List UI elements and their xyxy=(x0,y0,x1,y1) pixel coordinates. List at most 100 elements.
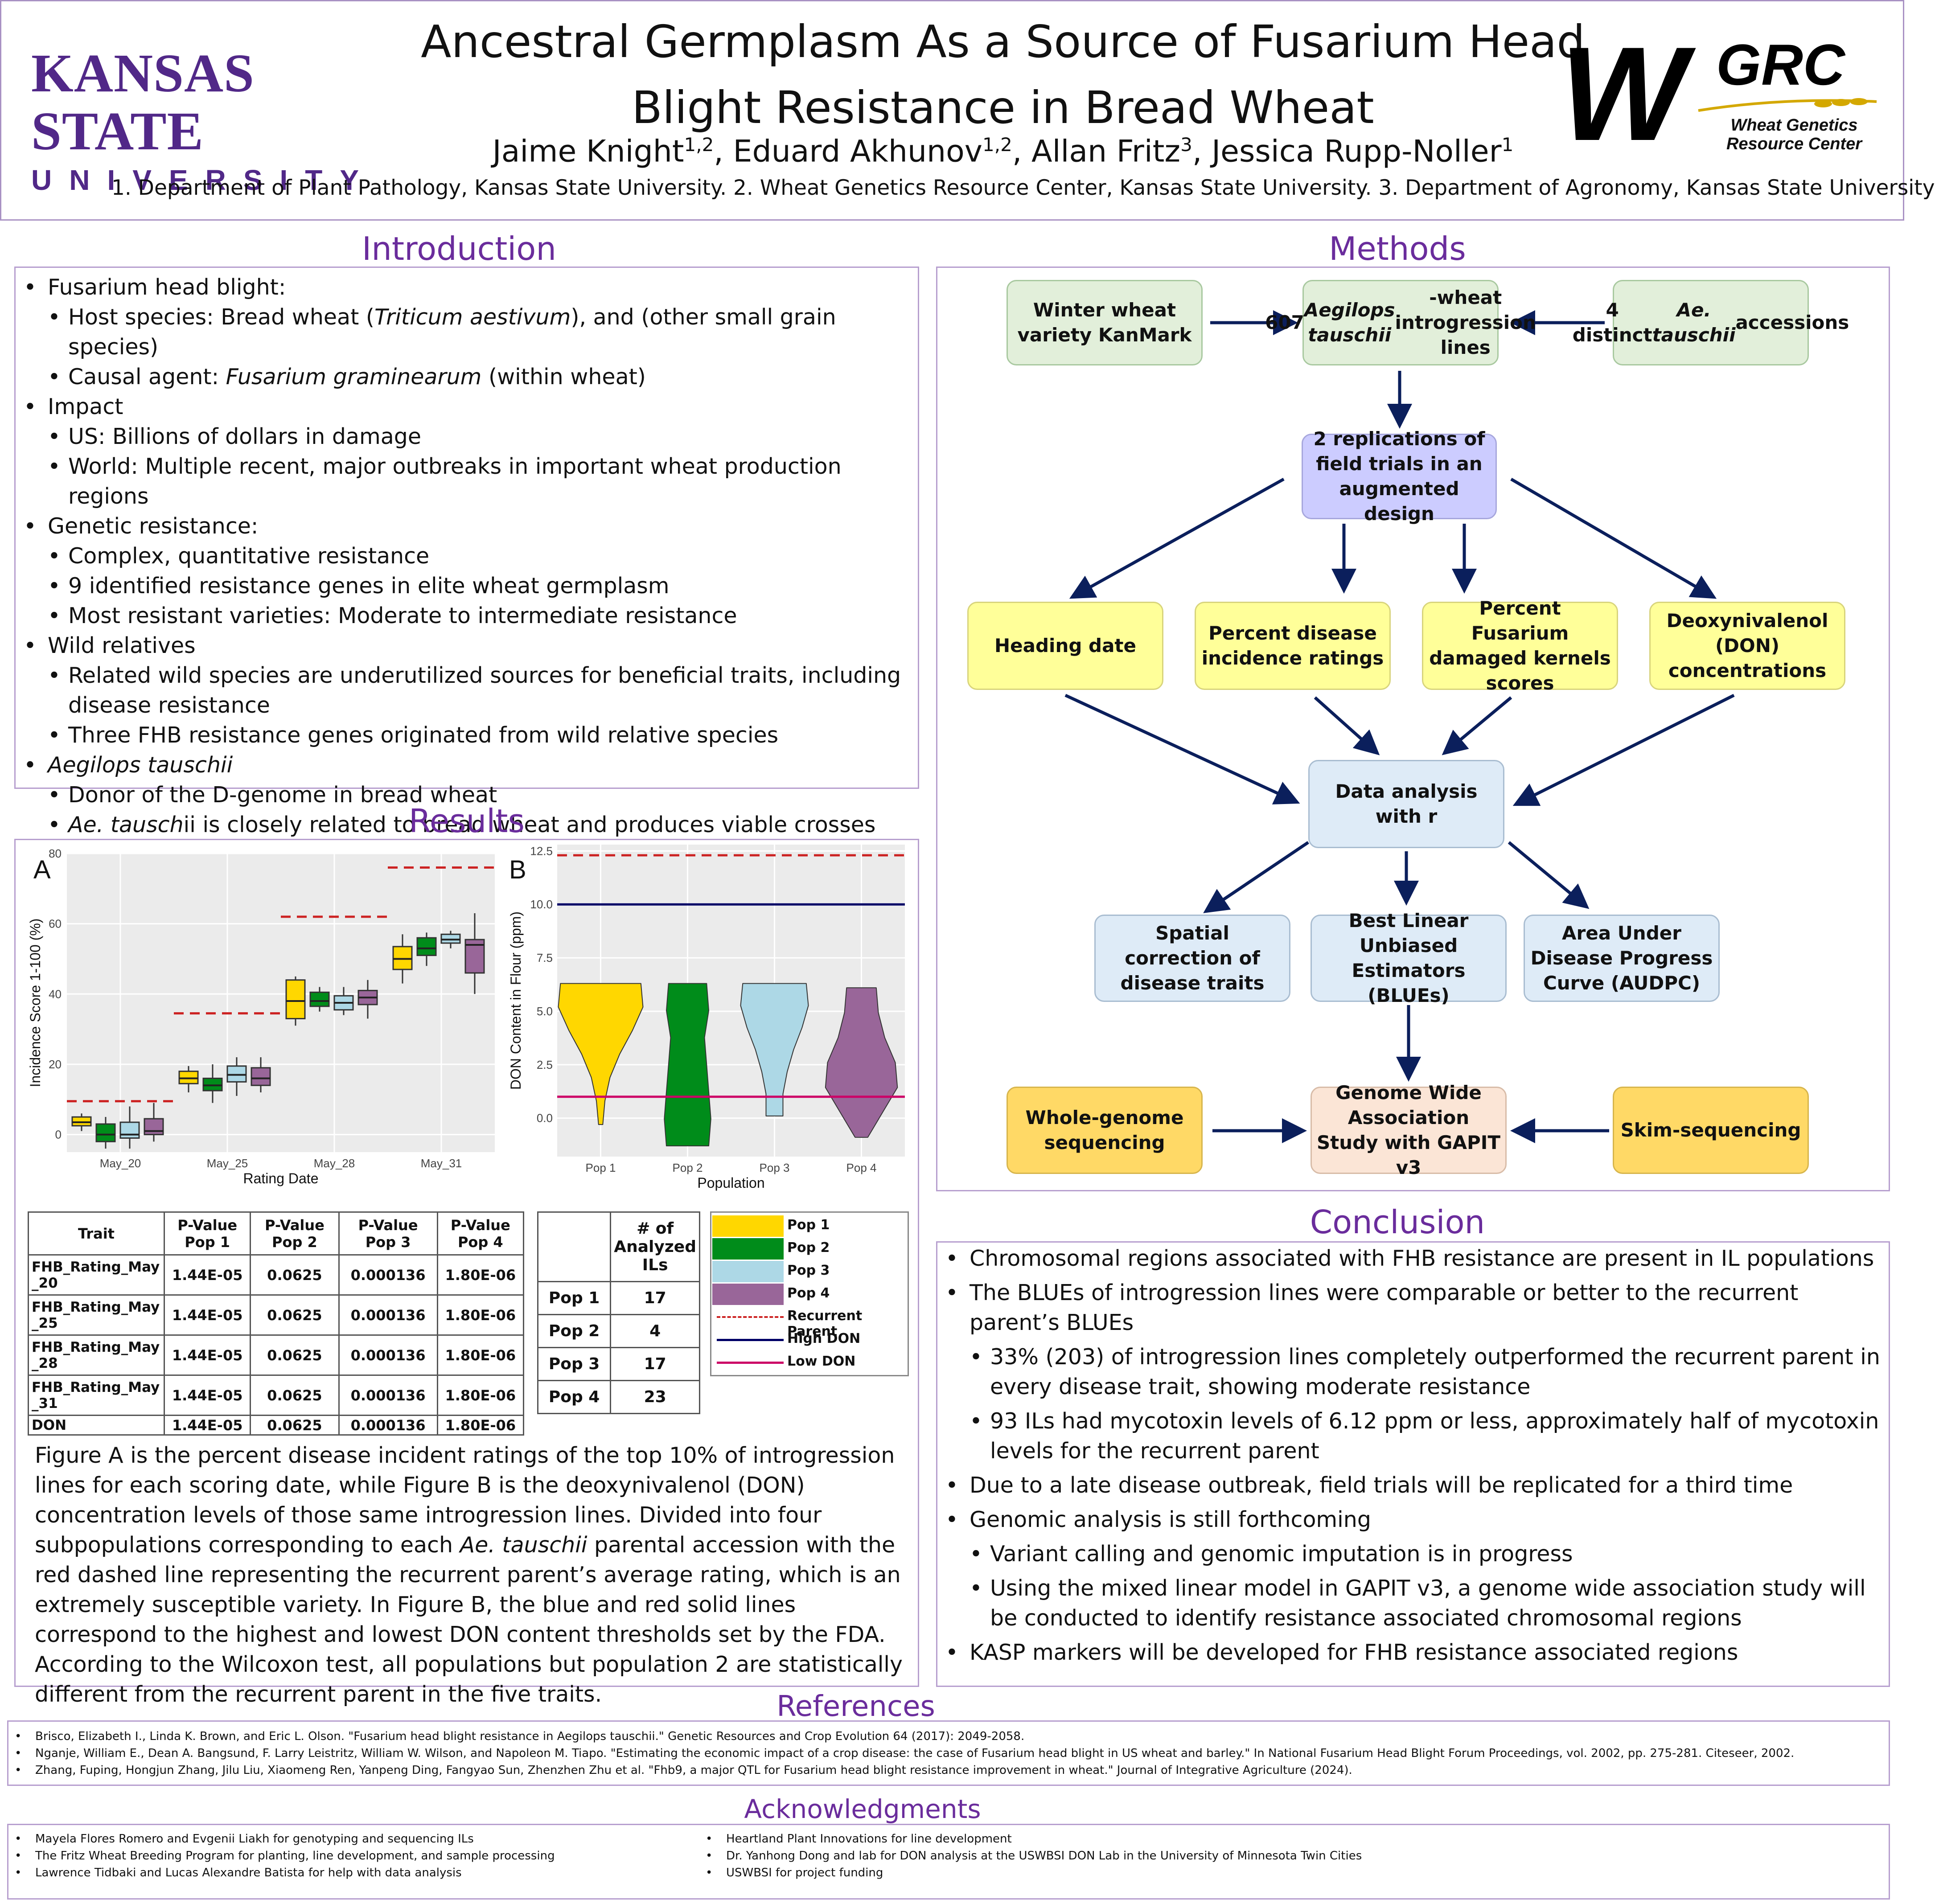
title-line-2: Blight Resistance in Bread Wheat xyxy=(632,82,1374,134)
table-cell: 1.44E-05 xyxy=(163,1334,251,1376)
box-field-trials: 2 replications of field trials in an aug… xyxy=(1302,428,1497,525)
list-item: Mayela Flores Romero and Evgenii Liakh f… xyxy=(8,1830,699,1847)
legend-swatch xyxy=(712,1238,784,1260)
table-cell: 0.0625 xyxy=(250,1415,340,1436)
list-item: Genomic analysis is still forthcoming xyxy=(937,1505,1889,1535)
list-item: Dr. Yanhong Dong and lab for DON analysi… xyxy=(699,1847,1881,1864)
table-cell: 1.80E-06 xyxy=(436,1254,525,1296)
table-cell: Pop 2 xyxy=(537,1314,612,1348)
legend-item: Recurrent Parent xyxy=(711,1306,908,1339)
list-item: Three FHB resistance genes originated fr… xyxy=(16,720,918,750)
y-tick-label: 7.5 xyxy=(537,951,553,964)
box-kanmark: Winter wheat variety KanMark xyxy=(1007,280,1203,365)
table-cell: 0.0625 xyxy=(250,1294,340,1336)
x-tick-label: May_28 xyxy=(314,1157,355,1170)
table-cell: 0.0625 xyxy=(250,1254,340,1296)
legend-swatch xyxy=(712,1215,784,1237)
table-cell: FHB_Rating_May_31 xyxy=(28,1375,165,1416)
list-item: Brisco, Elizabeth I., Linda K. Brown, an… xyxy=(8,1728,1889,1745)
list-item: Chromosomal regions associated with FHB … xyxy=(937,1243,1889,1273)
references-list: Brisco, Elizabeth I., Linda K. Brown, an… xyxy=(8,1728,1889,1779)
table-cell: 0.000136 xyxy=(338,1375,438,1416)
table-cell: 0.000136 xyxy=(338,1254,438,1296)
list-item: Fusarium head blight: xyxy=(16,272,918,302)
box-accessions: 4 distinct Ae. tauschii accessions xyxy=(1573,280,1849,365)
legend-swatch xyxy=(717,1339,784,1341)
methods-title: Methods xyxy=(1329,230,1466,267)
wgrc-logo-w: W xyxy=(1560,19,1687,168)
conclusion-title: Conclusion xyxy=(1310,1203,1485,1241)
y-tick-label: 40 xyxy=(49,987,62,1001)
table-cell: 1.44E-05 xyxy=(163,1254,251,1296)
table-cell: 1.80E-06 xyxy=(436,1334,525,1376)
y-tick-label: 60 xyxy=(49,917,62,931)
author-name: Allan Fritz xyxy=(1031,134,1181,169)
violin xyxy=(740,983,809,1116)
table-cell: 1.80E-06 xyxy=(436,1375,525,1416)
legend-label: High DON xyxy=(787,1331,861,1346)
table-cell: FHB_Rating_May_20 xyxy=(28,1254,165,1296)
box-607-lines: 607 Aegilops tauschii-wheat introgressio… xyxy=(1265,280,1536,365)
wgrc-logo-text2: Resource Center xyxy=(1726,135,1862,153)
box xyxy=(119,1121,140,1139)
table-header-cell: P-Value Pop 2 xyxy=(250,1211,340,1256)
y-tick-label: 5.0 xyxy=(537,1005,553,1018)
table-cell: 4 xyxy=(610,1314,700,1348)
table-cell: 0.0625 xyxy=(250,1375,340,1416)
author-affiliation-sup: 1,2 xyxy=(684,134,714,156)
references-panel: Brisco, Elizabeth I., Linda K. Brown, an… xyxy=(7,1720,1890,1786)
box xyxy=(309,991,330,1007)
y-tick-label: 0.0 xyxy=(537,1112,553,1125)
box xyxy=(95,1123,116,1142)
list-item: Zhang, Fuping, Hongjun Zhang, Jilu Liu, … xyxy=(8,1762,1889,1779)
list-item: Using the mixed linear model in GAPIT v3… xyxy=(937,1573,1889,1633)
list-item: Related wild species are underutilized s… xyxy=(16,661,918,720)
kstate-logo-line2: UNIVERSITY xyxy=(31,164,377,196)
table-header-cell: Trait xyxy=(28,1211,165,1256)
author-separator: , xyxy=(714,134,733,169)
legend-item: Low DON xyxy=(711,1352,908,1373)
y-axis-label: DON Content in Flour (ppm) xyxy=(508,911,524,1090)
introduction-panel: Fusarium head blight:Host species: Bread… xyxy=(14,267,919,840)
plot-background xyxy=(67,854,495,1152)
list-item: Lawrence Tidbaki and Lucas Alexandre Bat… xyxy=(8,1864,699,1881)
table-cell: 0.0625 xyxy=(250,1334,340,1376)
methods-arrows xyxy=(1064,310,1735,1143)
list-item: Due to a late disease outbreak, field tr… xyxy=(937,1470,1889,1500)
kstate-logo-line1: KANSAS STATE xyxy=(31,43,255,161)
author-affiliation-sup: 1,2 xyxy=(982,134,1012,156)
list-item: Causal agent: Fusarium graminearum (with… xyxy=(16,362,918,392)
list-item: Ae. tauschii is closely related to bread… xyxy=(16,810,918,840)
list-item: Host species: Bread wheat (Triticum aest… xyxy=(16,302,918,362)
legend-item: High DON xyxy=(711,1329,908,1350)
list-item: Wild relatives xyxy=(16,631,918,661)
y-tick-label: 80 xyxy=(49,847,62,860)
table-cell: 17 xyxy=(610,1347,700,1381)
list-item: 9 identified resistance genes in elite w… xyxy=(16,571,918,601)
list-item: Most resistant varieties: Moderate to in… xyxy=(16,601,918,631)
box-wgs: Whole-genome sequencing xyxy=(1007,1087,1203,1174)
chart-b-label: B xyxy=(509,855,526,884)
table-cell: Pop 4 xyxy=(537,1380,612,1414)
table-cell: 0.000136 xyxy=(338,1294,438,1336)
table-cell: Pop 3 xyxy=(537,1347,612,1381)
author-name: Jaime Knight xyxy=(492,134,684,169)
list-item: Variant calling and genomic imputation i… xyxy=(937,1539,1889,1569)
table-header-cell: P-Value Pop 1 xyxy=(163,1211,251,1256)
author-separator: , xyxy=(1012,134,1032,169)
list-item: 33% (203) of introgression lines complet… xyxy=(937,1342,1889,1402)
table-cell: FHB_Rating_May_25 xyxy=(28,1294,165,1336)
methods-panel xyxy=(936,267,1890,1191)
acknowledgments-panel: Mayela Flores Romero and Evgenii Liakh f… xyxy=(7,1824,1890,1900)
conclusion-panel: Chromosomal regions associated with FHB … xyxy=(936,1241,1890,1687)
box xyxy=(144,1118,164,1136)
author-separator: , xyxy=(1192,134,1212,169)
y-tick-label: 2.5 xyxy=(537,1058,553,1071)
